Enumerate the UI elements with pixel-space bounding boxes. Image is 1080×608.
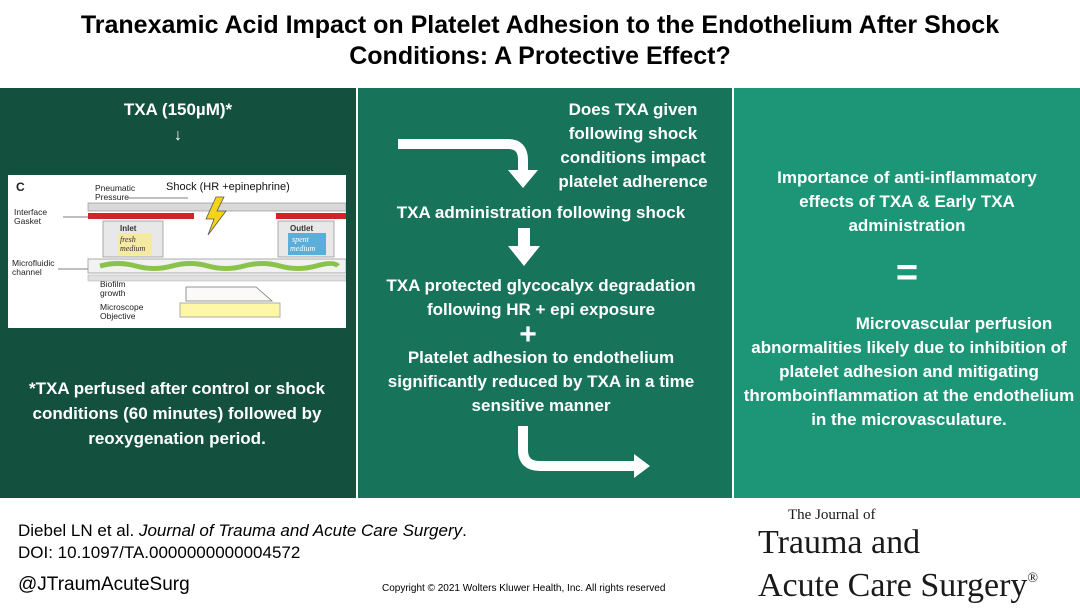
step-platelet-adhesion: Platelet adhesion to endothelium signifi… xyxy=(387,348,695,415)
curved-arrow-top-icon xyxy=(398,139,528,172)
citation-authors: Diebel LN et al. xyxy=(18,521,139,540)
plus-sign: + xyxy=(519,318,537,351)
research-question: Does TXA given following shock condition… xyxy=(558,100,708,191)
svg-text:Biofilm: Biofilm xyxy=(100,279,126,289)
microfluidic-diagram: C Pneumatic Pressure Shock (HR +epinephr… xyxy=(12,180,346,321)
lightning-bolt-icon xyxy=(205,196,227,236)
journal-logo-line-2: Trauma and xyxy=(758,524,921,561)
svg-text:growth: growth xyxy=(100,288,126,298)
flow-arrows xyxy=(398,139,650,478)
svg-text:channel: channel xyxy=(12,267,42,277)
microscope-objective xyxy=(179,302,281,318)
interface-gasket-left xyxy=(88,213,194,219)
shock-label: Shock (HR +epinephrine) xyxy=(166,181,290,193)
svg-text:medium: medium xyxy=(120,244,146,253)
equals-sign: = xyxy=(895,252,919,294)
svg-text:Objective: Objective xyxy=(100,311,136,321)
down-arrow-middle-icon xyxy=(518,228,530,248)
microfluidic-device-figure: C Pneumatic Pressure Shock (HR +epinephr… xyxy=(8,175,346,328)
svg-text:medium: medium xyxy=(290,244,316,253)
citation-journal: Journal of Trauma and Acute Care Surgery xyxy=(138,521,463,540)
title-line-1: Tranexamic Acid Impact on Platelet Adhes… xyxy=(80,11,1000,39)
txa-dose-label: TXA (150µM)* xyxy=(123,100,233,119)
title-line-2: Conditions: A Protective Effect? xyxy=(349,42,731,70)
txa-footnote: *TXA perfused after control or shock con… xyxy=(29,379,325,448)
journal-logo-line-1: The Journal of xyxy=(788,507,876,523)
svg-text:Pneumatic: Pneumatic xyxy=(95,183,136,193)
svg-text:Microscope: Microscope xyxy=(100,302,144,312)
step-glycocalyx-protection: TXA protected glycocalyx degradation fol… xyxy=(386,276,696,319)
journal-logo-line-3: Acute Care Surgery® xyxy=(758,567,1039,604)
left-panel: TXA (150µM)* ↓ C Pneumatic Pressure Shoc… xyxy=(0,88,356,498)
importance-statement: Importance of anti-inflammatory effects … xyxy=(777,168,1037,235)
svg-text:Gasket: Gasket xyxy=(14,216,42,226)
figure-panel-letter: C xyxy=(16,180,25,194)
doi-link[interactable]: DOI: 10.1097/TA.0000000000004572 xyxy=(18,543,301,562)
svg-text:fresh: fresh xyxy=(120,235,136,244)
middle-panel: Does TXA given following shock condition… xyxy=(358,88,732,498)
outlet-label: Outlet xyxy=(290,224,313,233)
interface-gasket-right xyxy=(276,213,346,219)
svg-text:Interface: Interface xyxy=(14,207,47,217)
svg-text:spent: spent xyxy=(292,235,310,244)
biofilm-growth xyxy=(99,261,340,271)
step-txa-administration: TXA administration following shock xyxy=(396,203,686,222)
svg-text:Pressure: Pressure xyxy=(95,192,129,202)
svg-text:Microfluidic: Microfluidic xyxy=(12,258,55,268)
inlet-label: Inlet xyxy=(120,224,137,233)
twitter-handle[interactable]: @JTraumAcuteSurg xyxy=(18,574,190,595)
citation: Diebel LN et al. Journal of Trauma and A… xyxy=(18,521,467,540)
copyright-notice: Copyright © 2021 Wolters Kluwer Health, … xyxy=(382,583,666,594)
infographic-title: Tranexamic Acid Impact on Platelet Adhes… xyxy=(0,10,1080,72)
down-arrow-icon: ↓ xyxy=(174,127,182,144)
journal-logo: The Journal of Trauma and Acute Care Sur… xyxy=(758,505,1074,604)
right-panel: Importance of anti-inflammatory effects … xyxy=(734,88,1080,498)
curved-arrow-bottom-icon xyxy=(518,426,636,471)
conclusion-statement: Microvascular perfusion abnormalities li… xyxy=(743,314,1075,429)
